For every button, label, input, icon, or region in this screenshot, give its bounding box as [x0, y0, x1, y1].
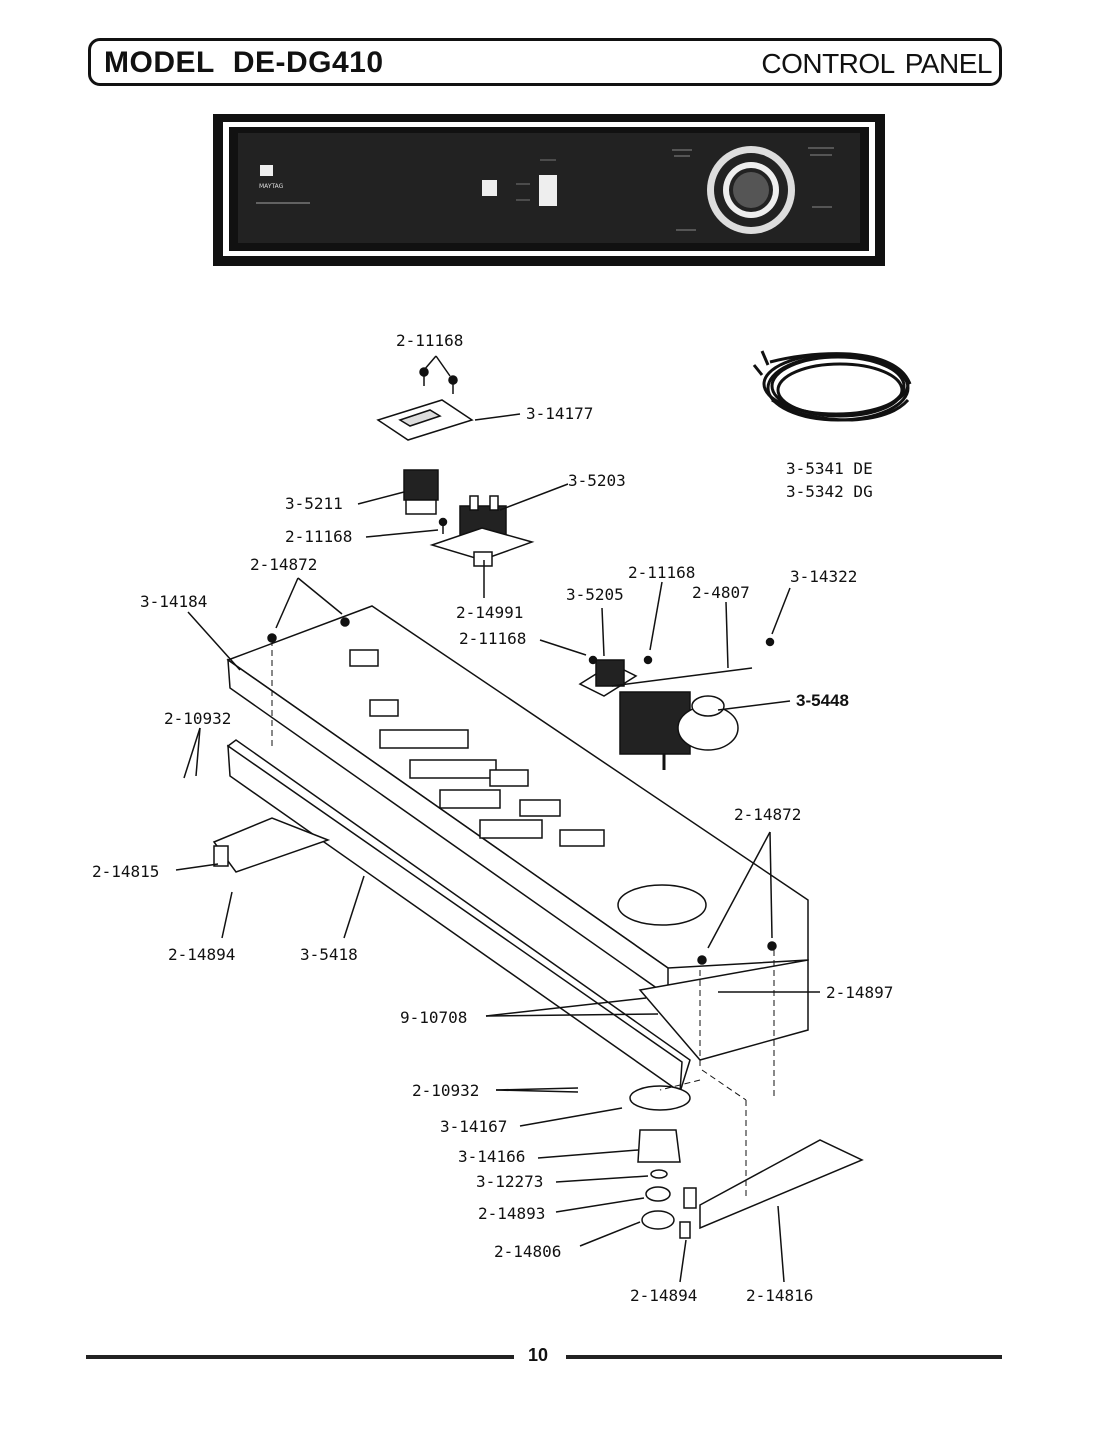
timer-dial-graphic [707, 146, 795, 234]
part-label-2-11168-right: 2-11168 [628, 563, 696, 582]
leader-lines [175, 355, 820, 1283]
model-title: MODEL DE-DG410 [104, 46, 384, 80]
page-number: 10 [528, 1345, 549, 1365]
part-label-2-11168-mid: 2-11168 [285, 527, 353, 546]
model-word: MODEL [104, 46, 215, 79]
part-label-3-5418: 3-5418 [300, 945, 358, 964]
part-label-3-5205: 3-5205 [566, 585, 624, 604]
footer-rule-left [86, 1355, 514, 1359]
header-frame [88, 38, 1002, 86]
part-label-2-11168-top: 2-11168 [396, 331, 464, 350]
end-bracket-right-drawing [679, 1139, 864, 1239]
section-word-control: CONTROL [761, 48, 895, 79]
part-label-3-5448: 3-5448 [796, 691, 849, 710]
knob-assembly-drawing [629, 1085, 691, 1230]
end-bracket-left-drawing [212, 817, 331, 873]
timer-motor-drawing [578, 637, 775, 770]
switch-drawings [403, 469, 535, 567]
part-label-2-10932-left: 2-10932 [164, 709, 232, 728]
part-label-3-5341-de: 3-5341 DE [786, 459, 873, 478]
part-label-2-4807: 2-4807 [692, 583, 750, 602]
assembly-guide-lines [271, 640, 775, 1200]
part-label-2-14816: 2-14816 [746, 1286, 814, 1305]
part-label-3-5342-dg: 3-5342 DG [786, 482, 873, 501]
part-label-3-14167: 3-14167 [440, 1117, 508, 1136]
temperature-switch-graphic [539, 175, 557, 206]
part-label-2-14991: 2-14991 [456, 603, 524, 622]
part-label-2-14894-left: 2-14894 [168, 945, 236, 964]
part-label-9-10708: 9-10708 [400, 1008, 468, 1027]
part-label-2-10932-bottom: 2-10932 [412, 1081, 480, 1100]
part-label-3-5203: 3-5203 [568, 471, 626, 490]
panel-body-drawing [226, 605, 809, 1061]
bracket-plate-drawing [376, 367, 474, 441]
maytag-logo: MAYTAG [256, 165, 310, 204]
part-label-2-14894-bottom: 2-14894 [630, 1286, 698, 1305]
part-label-2-11168-lower: 2-11168 [459, 629, 527, 648]
section-title: CONTROL PANEL [761, 48, 992, 80]
part-label-3-5211: 3-5211 [285, 494, 343, 513]
wire-harness-drawing [752, 350, 912, 422]
part-label-3-14184: 3-14184 [140, 592, 208, 611]
part-label-3-14177: 3-14177 [526, 404, 594, 423]
part-label-3-14322: 3-14322 [790, 567, 858, 586]
model-number: DE-DG410 [232, 46, 384, 79]
part-label-3-12273: 3-12273 [476, 1172, 544, 1191]
part-label-3-14166: 3-14166 [458, 1147, 526, 1166]
part-label-2-14806: 2-14806 [494, 1242, 562, 1261]
part-label-2-14893: 2-14893 [478, 1204, 546, 1223]
part-label-2-14815: 2-14815 [92, 862, 160, 881]
part-label-2-14872-left: 2-14872 [250, 555, 318, 574]
control-panel-front-illustration: MAYTAG [213, 114, 885, 266]
footer-rule-right [566, 1355, 1002, 1359]
part-label-2-14897: 2-14897 [826, 983, 894, 1002]
part-label-2-14872-right: 2-14872 [734, 805, 802, 824]
section-word-panel: PANEL [904, 48, 993, 79]
start-button-graphic [482, 180, 497, 196]
maytag-brand-text: MAYTAG [259, 183, 284, 190]
